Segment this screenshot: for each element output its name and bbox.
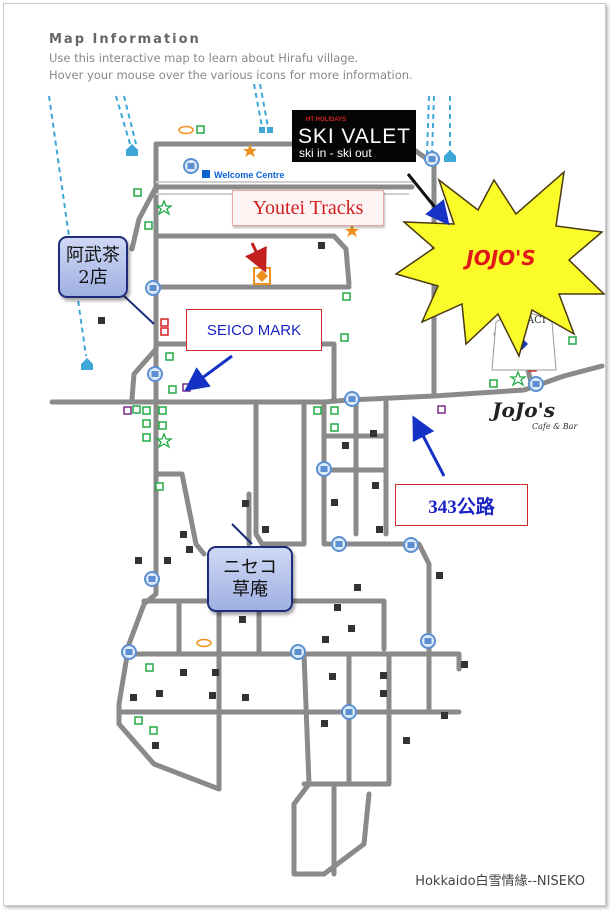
green-markers[interactable]	[132, 125, 577, 735]
ski-valet-main: SKI VALET	[298, 125, 410, 148]
youtei-tracks-text: Youtei Tracks	[252, 196, 364, 219]
seico-mark-label[interactable]: SEICO MARK	[186, 309, 322, 351]
map-frame: Map Information Use this interactive map…	[3, 3, 606, 906]
route-343-label[interactable]: 343公路	[395, 484, 528, 526]
welcome-centre-label: Welcome Centre	[214, 170, 284, 180]
abuchya-line-1: 阿武茶	[66, 245, 120, 266]
ski-valet-small: HT HOLIDAYS	[306, 117, 346, 123]
jojos-burst-label: JOJO'S	[462, 246, 535, 270]
ski-valet-banner[interactable]: HT HOLIDAYS SKI VALET ski in - ski out	[292, 110, 416, 162]
route-343-text: 343公路	[428, 496, 495, 518]
bus-stop-icons[interactable]	[121, 151, 544, 720]
seico-mark-text: SEICO MARK	[206, 321, 302, 339]
youtei-tracks-label[interactable]: Youtei Tracks	[232, 190, 384, 226]
ski-valet-tag: ski in - ski out	[299, 146, 372, 160]
ski-lifts	[48, 83, 451, 357]
star-markers[interactable]	[155, 199, 527, 449]
jojos-burst[interactable]: JOJO'S	[394, 170, 605, 359]
welcome-centre-icon[interactable]	[202, 170, 210, 178]
abuchya-bubble[interactable]: 阿武茶 2店	[58, 236, 128, 298]
niseko-souan-bubble[interactable]: ニセコ 草庵	[207, 546, 293, 612]
abuchya-line-2: 2店	[78, 267, 108, 288]
niseko-line-1: ニセコ	[223, 557, 277, 578]
village-map[interactable]: Welcome Centre ANNACI JoJo's Cafe & Bar …	[4, 4, 605, 905]
intro-line-2: Hover your mouse over the various icons …	[49, 68, 413, 82]
pointer-arrows	[121, 173, 450, 545]
intro-line-1: Use this interactive map to learn about …	[49, 51, 359, 65]
jojos-logo: JoJo's	[488, 398, 555, 422]
lift-station-icons[interactable]	[81, 127, 456, 370]
niseko-line-2: 草庵	[232, 579, 268, 600]
jojos-logo-sub: Cafe & Bar	[532, 422, 578, 431]
footer-credit: Hokkaido白雪情緣--NISEKO	[415, 874, 585, 889]
page-title: Map Information	[49, 32, 201, 47]
